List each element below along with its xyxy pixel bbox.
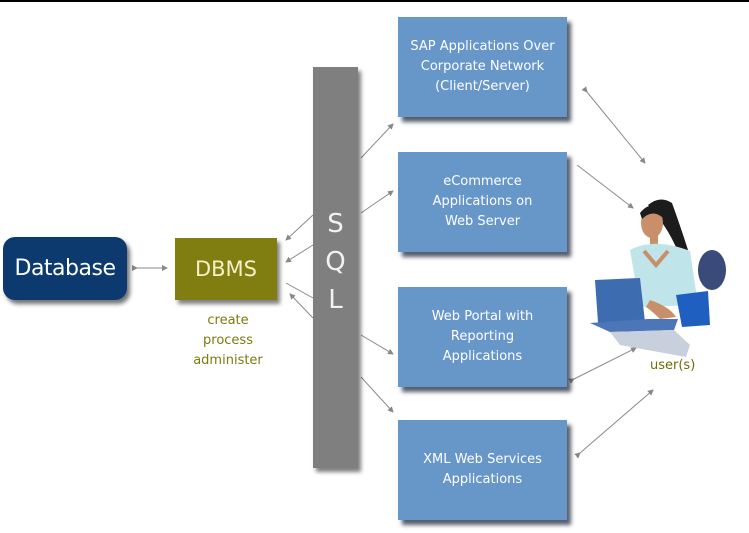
- sql-label: S Q L: [313, 205, 358, 319]
- arrow-sql-dbms-4: [289, 293, 314, 319]
- database-label: Database: [14, 256, 116, 281]
- app-box-ecommerce: eCommerce Applications on Web Server: [398, 152, 567, 252]
- arrow-sql-webportal: [360, 334, 394, 355]
- dbms-box: DBMS: [175, 238, 277, 300]
- arrow-dbms-sql-3: [285, 282, 314, 299]
- dbms-function-create: create: [207, 313, 249, 328]
- database-box: Database: [3, 237, 127, 300]
- sql-letter-s: S: [327, 209, 344, 239]
- sql-letter-q: Q: [325, 247, 346, 277]
- sql-bar: [313, 67, 358, 468]
- app-label-ecommerce: eCommerce Applications on Web Server: [432, 174, 533, 229]
- app-label-sap: SAP Applications Over Corporate Network …: [410, 39, 555, 94]
- arrow-sap-user: [581, 86, 646, 164]
- arrow-sql-ecommerce: [360, 190, 394, 214]
- app-label-xml-web-services: XML Web Services Applications: [423, 452, 542, 487]
- user-illustration-icon: [590, 199, 726, 357]
- app-label-web-portal: Web Portal with Reporting Applications: [431, 309, 534, 364]
- user-label: user(s): [650, 358, 696, 373]
- top-border: [0, 0, 749, 2]
- dbms-function-administer: administer: [193, 353, 263, 368]
- app-box-web-portal: Web Portal with Reporting Applications: [398, 287, 567, 387]
- dbms-function-process: process: [203, 333, 253, 348]
- dbms-label: DBMS: [194, 257, 258, 281]
- arrow-xml-user: [574, 389, 654, 459]
- arrow-sql-sap: [360, 123, 394, 159]
- arrow-ecommerce-user: [576, 164, 634, 209]
- arrow-sql-dbms-1: [285, 214, 314, 241]
- arrow-sql-xml: [360, 376, 394, 413]
- arrow-webportal-user: [568, 347, 637, 384]
- app-box-sap: SAP Applications Over Corporate Network …: [398, 17, 567, 117]
- app-box-xml-web-services: XML Web Services Applications: [398, 420, 567, 520]
- dbms-functions: create process administer: [168, 311, 288, 371]
- sql-letter-l: L: [328, 285, 343, 315]
- arrow-sql-dbms-2: [285, 244, 314, 263]
